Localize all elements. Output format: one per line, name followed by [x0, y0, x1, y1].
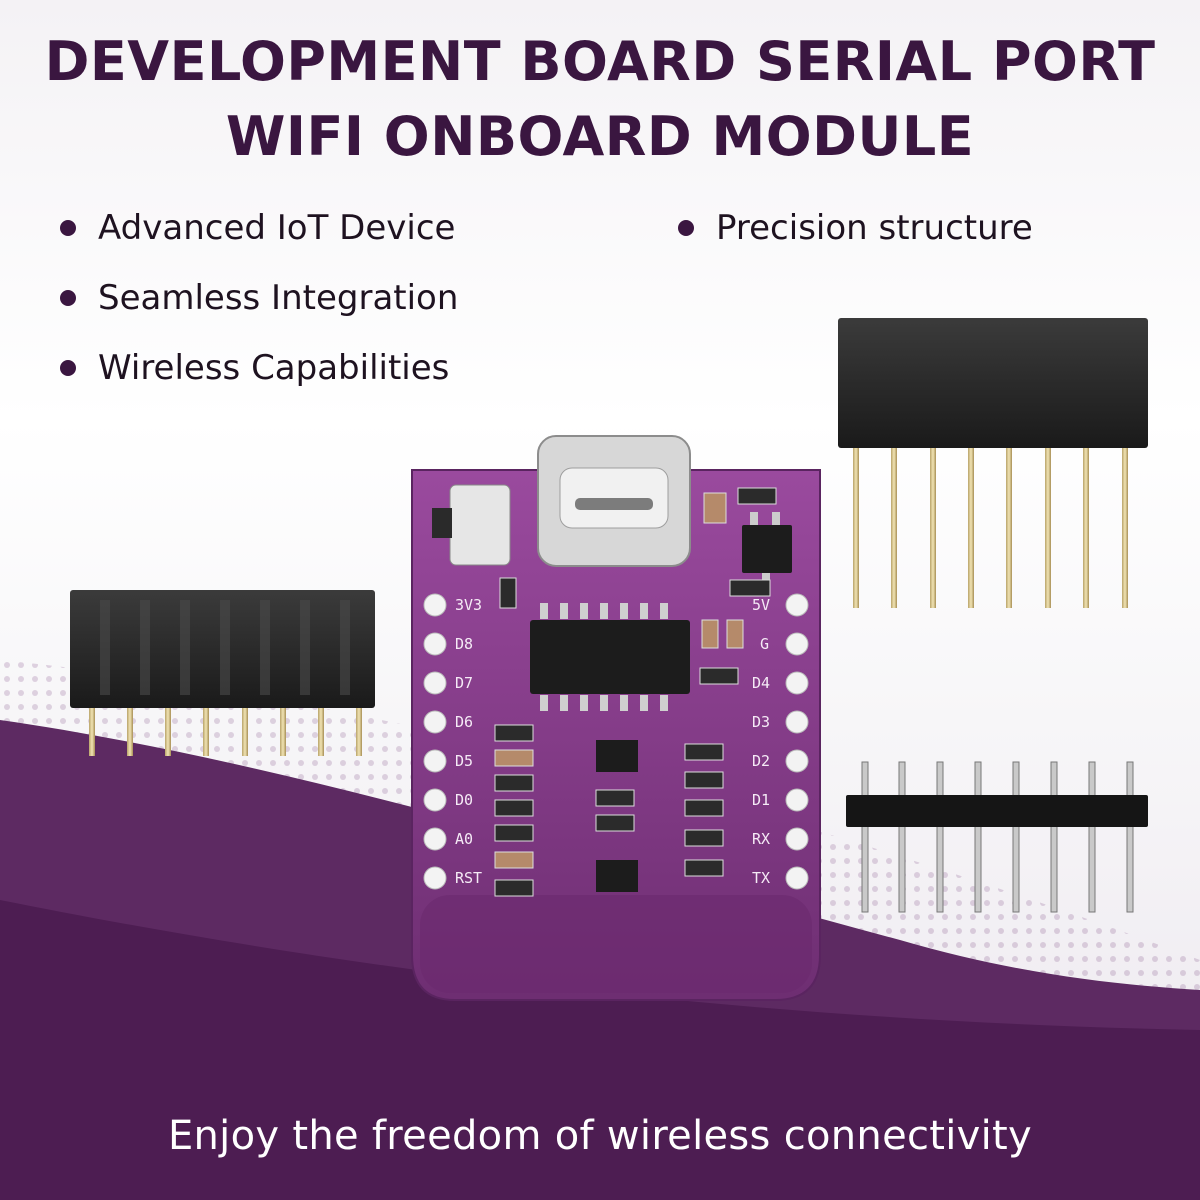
pin-label-left: RST [455, 869, 482, 887]
pin-label-right: 5V [752, 596, 770, 614]
feature-label: Precision structure [716, 208, 1033, 248]
page-title-line-1: DEVELOPMENT BOARD SERIAL PORT [44, 30, 1156, 93]
female-header-tall [838, 318, 1148, 608]
male-pin-header [846, 761, 1148, 913]
feature-item-iot: Advanced IoT Device [60, 208, 455, 248]
feature-label: Advanced IoT Device [98, 208, 456, 248]
feature-label: Wireless Capabilities [98, 348, 450, 388]
pin-label-left: D0 [455, 791, 473, 809]
transistor-icon [596, 860, 638, 892]
feature-item-precision: Precision structure [678, 208, 1033, 248]
bullet-icon [678, 220, 694, 236]
pin-label-right: D3 [752, 713, 770, 731]
tagline: Enjoy the freedom of wireless connectivi… [167, 1113, 1033, 1159]
female-header-short [70, 590, 375, 756]
pin-label-right: TX [752, 869, 770, 887]
usb-c-port-icon [537, 435, 691, 567]
dev-board-pcb: 3V3 D8 D7 D6 D5 D0 A0 RST 5V G D4 D3 D2 … [411, 435, 821, 1001]
page-title-line-2: WIFI ONBOARD MODULE [225, 105, 975, 168]
regulator-icon [742, 512, 792, 585]
feature-item-integration: Seamless Integration [60, 278, 458, 318]
bullet-icon [60, 290, 76, 306]
reset-button-icon [432, 484, 511, 566]
feature-item-wireless: Wireless Capabilities [60, 348, 449, 388]
pin-label-left: D7 [455, 674, 473, 692]
pin-label-left: A0 [455, 830, 473, 848]
pin-label-right: D1 [752, 791, 770, 809]
pin-label-right: RX [752, 830, 770, 848]
feature-label: Seamless Integration [98, 278, 459, 318]
bullet-icon [60, 360, 76, 376]
transistor-icon [596, 740, 638, 772]
pin-label-left: D6 [455, 713, 473, 731]
serial-chip-icon [530, 603, 690, 711]
pin-label-right: D4 [752, 674, 770, 692]
pin-label-right: G [760, 635, 769, 653]
pin-label-left: D5 [455, 752, 473, 770]
resistor-array [494, 487, 777, 897]
left-pin-pads [423, 593, 447, 890]
pin-label-left: 3V3 [455, 596, 482, 614]
right-pin-pads [785, 593, 809, 890]
bullet-icon [60, 220, 76, 236]
pin-label-left: D8 [455, 635, 473, 653]
pin-label-right: D2 [752, 752, 770, 770]
